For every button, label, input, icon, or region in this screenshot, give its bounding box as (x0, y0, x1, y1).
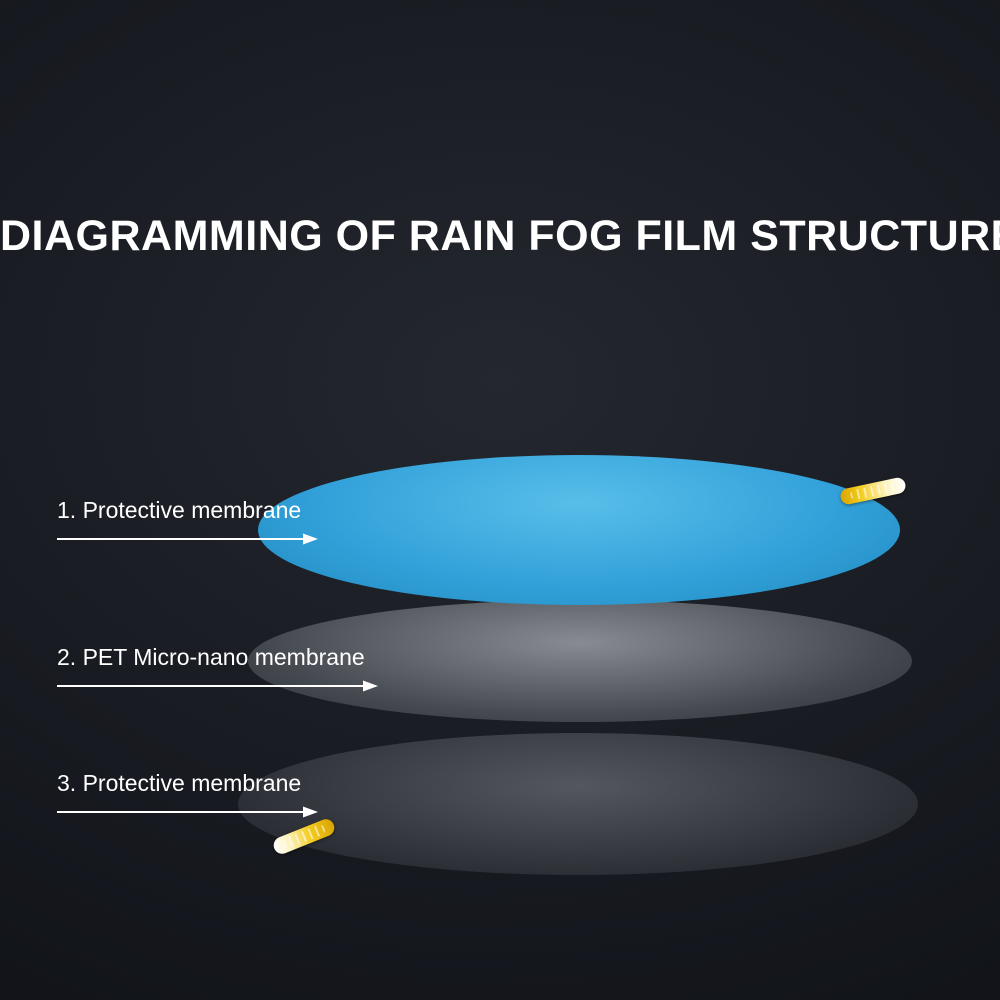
arrow-right-icon (57, 533, 318, 545)
layer-label-1: 1. Protective membrane (57, 497, 302, 523)
layer-label-3: 3. Protective membrane (57, 770, 302, 796)
arrow-right-icon (57, 806, 318, 818)
pull-tab-stripes (849, 481, 897, 501)
layer-disc-pet-micro-nano (248, 600, 912, 722)
layer-callout-3: 3. Protective membrane (57, 770, 319, 819)
layer-callout-1: 1. Protective membrane (57, 497, 319, 546)
diagram-title: DIAGRAMMING OF RAIN FOG FILM STRUCTURE (0, 212, 1000, 260)
layer-disc-protective-top (258, 455, 900, 605)
layer-disc-protective-bottom (238, 733, 918, 875)
layer-callout-2: 2. PET Micro-nano membrane (57, 644, 379, 693)
layer-label-2: 2. PET Micro-nano membrane (57, 644, 365, 670)
arrow-right-icon (57, 680, 378, 692)
